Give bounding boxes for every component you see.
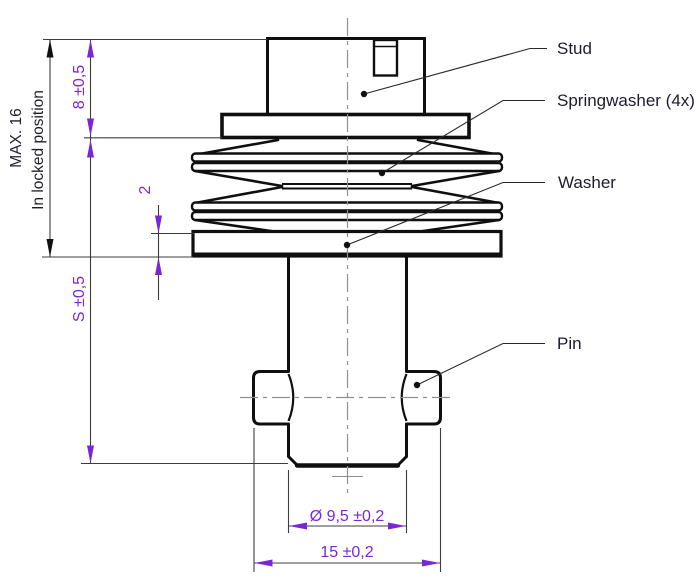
dim-shaft-diameter: Ø 9,5 ±0,2 <box>289 508 406 530</box>
leader-springwasher <box>378 99 545 177</box>
extension-lines <box>42 38 442 572</box>
label-pin: Pin <box>557 334 582 353</box>
dim-text-washer-thickness: 2 <box>137 185 154 194</box>
dim-text-grip-length: S ±0,5 <box>71 276 88 322</box>
label-stud: Stud <box>557 39 592 58</box>
leader-washer <box>343 181 545 249</box>
dim-text-overall-height: MAX. 16 <box>8 108 25 167</box>
leader-pin <box>413 342 545 389</box>
label-springwasher: Springwasher (4x) <box>557 91 695 110</box>
dim-text-shaft-diameter: Ø 9,5 ±0,2 <box>310 508 385 525</box>
centerlines <box>240 18 454 498</box>
dim-head-height: 8 ±0,5 <box>71 39 94 464</box>
stud-outline <box>266 37 426 117</box>
leader-stud <box>360 47 547 98</box>
label-washer: Washer <box>558 173 616 192</box>
dim-text-overall-height-note: In locked position <box>30 90 47 210</box>
dim-grip-length: S ±0,5 <box>71 139 94 464</box>
dim-washer-thickness: 2 <box>137 185 162 300</box>
dim-text-head-height: 8 ±0,5 <box>71 65 88 109</box>
dim-overall-height: MAX. 16 In locked position <box>8 39 54 257</box>
flange-outline <box>220 112 471 140</box>
shaft-outline <box>287 254 408 468</box>
dim-text-pin-width: 15 ±0,2 <box>320 544 373 561</box>
dim-pin-width: 15 ±0,2 <box>254 544 440 567</box>
stud-slot <box>372 38 399 77</box>
